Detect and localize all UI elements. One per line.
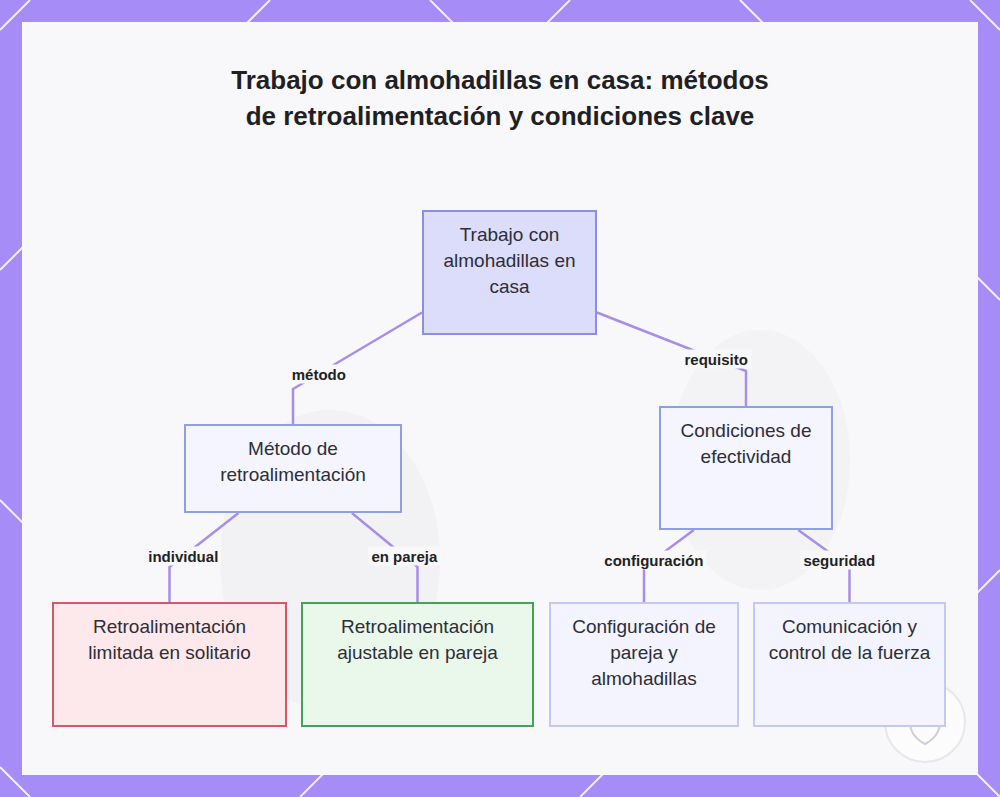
diagram-title: Trabajo con almohadillas en casa: método… [220,62,780,134]
edge-label: seguridad [800,550,878,569]
panel [22,22,978,775]
edge-label: individual [145,547,221,566]
process-box: Trabajo con almohadillas en casa [422,210,597,335]
process-box: Condiciones de efectividad [659,406,833,530]
box-label: Trabajo con almohadillas en casa [436,222,583,300]
box-label: Comunicación y control de la fuerza [767,614,932,666]
process-box: Comunicación y control de la fuerza [753,602,946,727]
edge-label: método [289,364,349,383]
box-label: Retroalimentación limitada en solitario [66,614,273,666]
box-label: Configuración de pareja y almohadillas [563,614,725,692]
edge-label: en pareja [368,547,440,566]
box-label: Condiciones de efectividad [673,418,819,470]
edge-label: requisito [682,350,751,369]
process-box: Retroalimentación ajustable en pareja [301,602,534,727]
process-box: Retroalimentación limitada en solitario [52,602,287,727]
edge-label: configuración [601,550,706,569]
process-box: Método de retroalimentación [184,424,402,513]
box-label: Método de retroalimentación [198,436,388,488]
box-label: Retroalimentación ajustable en pareja [315,614,520,666]
process-box: Configuración de pareja y almohadillas [549,602,739,727]
